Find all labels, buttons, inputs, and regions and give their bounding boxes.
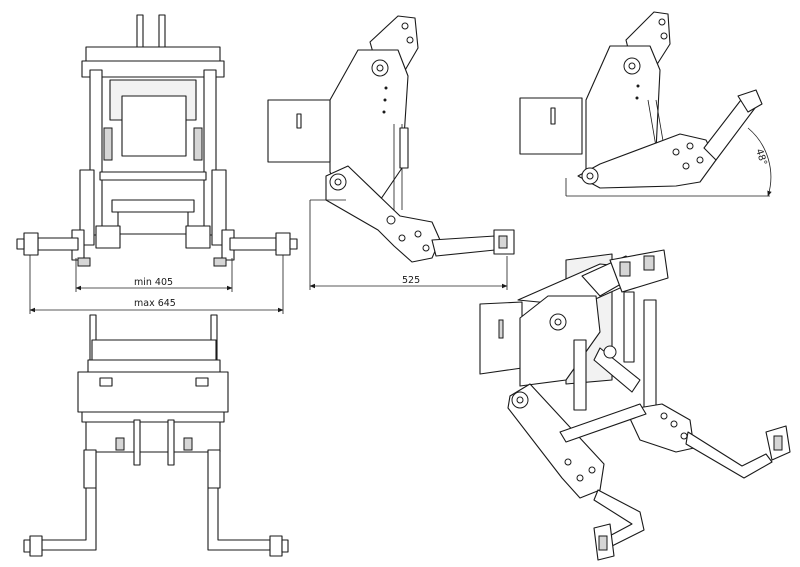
dimension-length: 525 bbox=[309, 275, 508, 289]
isometric-view bbox=[479, 249, 791, 561]
side-view-raised: 48° bbox=[519, 11, 772, 197]
dimension-min-width-label: min 405 bbox=[134, 277, 173, 288]
top-view bbox=[23, 314, 289, 557]
dimension-angle-label: 48° bbox=[753, 148, 769, 167]
dimension-min-width: min 405 bbox=[75, 277, 233, 291]
side-view-lowered bbox=[267, 15, 515, 290]
dimension-max-width-label: max 645 bbox=[134, 298, 176, 309]
dimension-length-label: 525 bbox=[402, 275, 420, 286]
front-view bbox=[16, 14, 298, 314]
dimension-max-width: max 645 bbox=[29, 298, 284, 313]
